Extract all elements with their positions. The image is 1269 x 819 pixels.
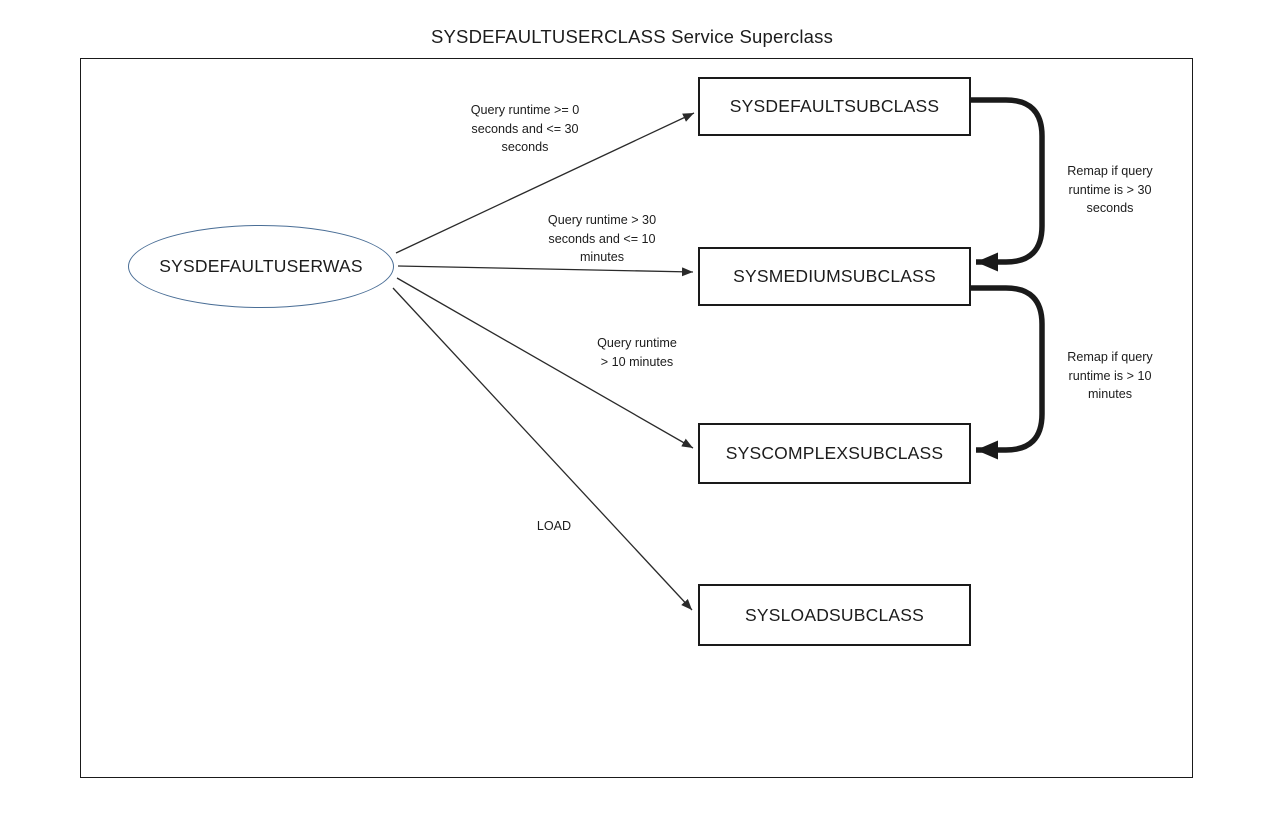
remap-label-over-30s: Remap if query runtime is > 30 seconds [1050, 162, 1170, 218]
edge-label-runtime-over-10m: Query runtime > 10 minutes [574, 334, 700, 371]
remap-label-over-10m: Remap if query runtime is > 10 minutes [1050, 348, 1170, 404]
node-sysdefaultuserwas: SYSDEFAULTUSERWAS [128, 225, 394, 308]
edge-label-runtime-30s-10m: Query runtime > 30 seconds and <= 10 min… [529, 211, 675, 267]
node-sysmediumsubclass-label: SYSMEDIUMSUBCLASS [733, 266, 936, 286]
diagram-title: SYSDEFAULTUSERCLASS Service Superclass [430, 26, 834, 47]
node-syscomplexsubclass: SYSCOMPLEXSUBCLASS [698, 423, 971, 484]
node-sysdefaultsubclass: SYSDEFAULTSUBCLASS [698, 77, 971, 136]
remap-arrows [970, 97, 1045, 460]
node-sysdefaultsubclass-label: SYSDEFAULTSUBCLASS [729, 96, 940, 116]
edge-label-runtime-0-30s: Query runtime >= 0 seconds and <= 30 sec… [452, 101, 598, 157]
node-sysloadsubclass-label: SYSLOADSUBCLASS [744, 604, 925, 625]
mapping-arrows [392, 112, 695, 611]
arrow-to-complexsubclass [396, 277, 694, 449]
node-sysdefaultuserwas-label: SYSDEFAULTUSERWAS [159, 256, 363, 276]
remap-arrow-medium-to-complex [970, 285, 1045, 460]
node-syscomplexsubclass-label: SYSCOMPLEXSUBCLASS [725, 443, 944, 463]
node-sysloadsubclass: SYSLOADSUBCLASS [698, 584, 971, 646]
arrow-to-loadsubclass [392, 287, 693, 611]
arrow-to-mediumsubclass [397, 265, 694, 277]
edge-label-load: LOAD [522, 517, 586, 536]
diagram-frame [80, 58, 1193, 778]
arrow-to-defaultsubclass [395, 112, 695, 254]
node-sysmediumsubclass: SYSMEDIUMSUBCLASS [698, 247, 971, 306]
remap-arrow-default-to-medium [970, 97, 1045, 272]
